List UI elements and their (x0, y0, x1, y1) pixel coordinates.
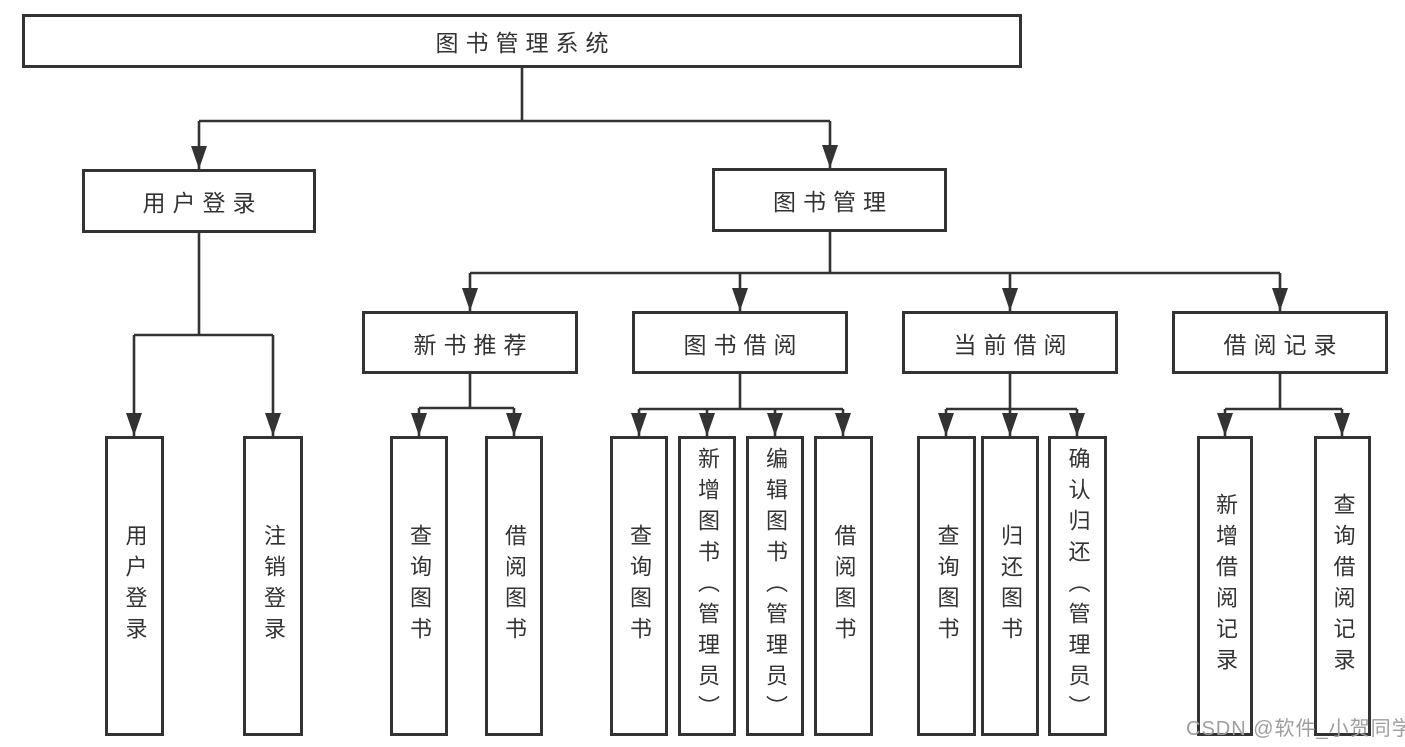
node-book-borrow: 图书借阅 (632, 311, 848, 374)
node-book-management: 图书管理 (712, 168, 947, 232)
leaf-query-books-current: 查询图书 (917, 436, 976, 736)
leaf-query-borrow-record: 查询借阅记录 (1314, 436, 1371, 736)
node-borrow-records: 借阅记录 (1172, 311, 1388, 374)
leaf-user-login: 用户登录 (105, 436, 164, 736)
node-root-system: 图书管理系统 (22, 14, 1022, 68)
node-user-login: 用户登录 (82, 169, 316, 233)
leaf-return-books: 归还图书 (981, 436, 1039, 736)
leaf-query-books-borrow: 查询图书 (610, 436, 668, 736)
leaf-add-books-admin: 新增图书（管理员） (678, 436, 736, 736)
leaf-borrow-books: 借阅图书 (814, 436, 873, 736)
leaf-add-borrow-record: 新增借阅记录 (1197, 436, 1253, 736)
leaf-logout: 注销登录 (243, 436, 303, 736)
leaf-query-books-recommend: 查询图书 (390, 436, 448, 736)
node-current-borrow: 当前借阅 (902, 311, 1118, 374)
leaf-confirm-return-admin: 确认归还（管理员） (1048, 436, 1107, 736)
leaf-edit-books-admin: 编辑图书（管理员） (746, 436, 804, 736)
leaf-borrow-books-recommend: 借阅图书 (485, 436, 543, 736)
node-new-book-recommend: 新书推荐 (362, 311, 578, 374)
csdn-watermark: CSDN @软件_小贺同学 (1186, 718, 1405, 740)
